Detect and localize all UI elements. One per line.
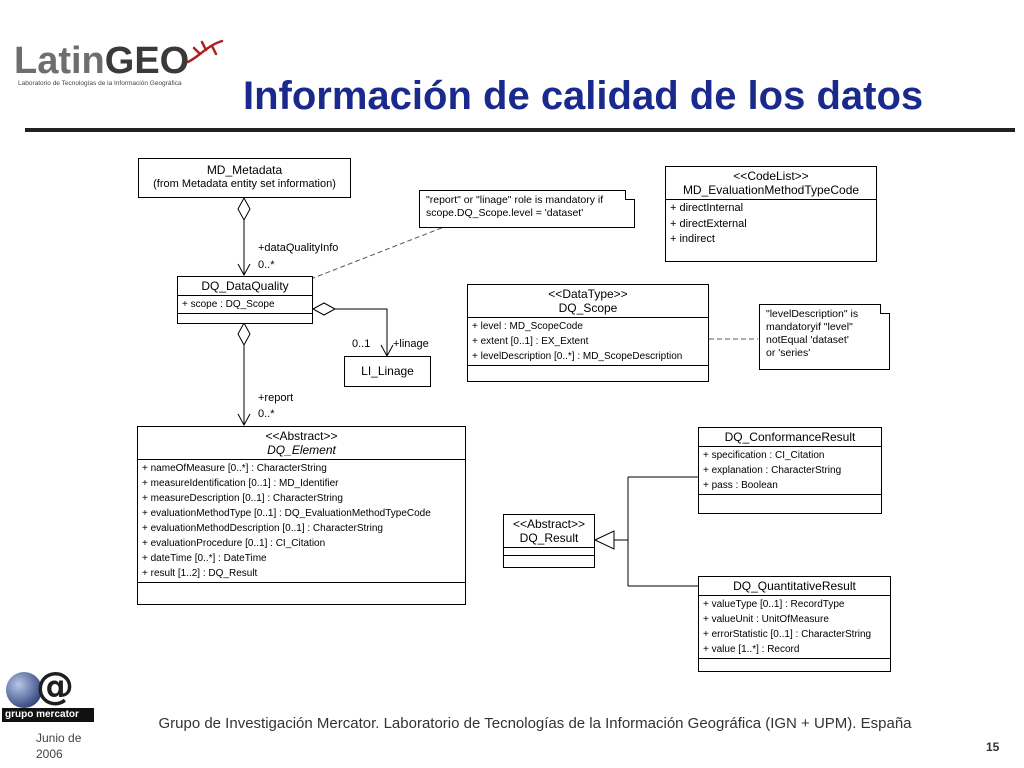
class-md-metadata-subtitle: (from Metadata entity set information) bbox=[153, 178, 336, 190]
note2-line: or 'series' bbox=[766, 347, 811, 359]
class-md-metadata-name: MD_Metadata bbox=[206, 163, 283, 177]
note-fold bbox=[880, 304, 890, 314]
note2-line: "levelDescription" is bbox=[766, 308, 859, 320]
dq-element-attr: + evaluationMethodDescription [0..1] : C… bbox=[142, 523, 383, 534]
class-dq-result: <<Abstract>> DQ_Result bbox=[503, 514, 595, 568]
generalization-triangle bbox=[593, 530, 615, 550]
arrow-element bbox=[237, 413, 251, 427]
logo-geo: GEO bbox=[104, 40, 190, 82]
role-linage: +linage bbox=[393, 338, 429, 350]
aggregation-diamond-metadata bbox=[237, 196, 251, 222]
note-fold bbox=[625, 190, 635, 200]
mercator-logo: @ grupo mercator bbox=[2, 664, 94, 724]
dq-result-name: DQ_Result bbox=[519, 531, 579, 545]
logo-latin: Latin bbox=[14, 40, 105, 82]
dq-quantitative-name: DQ_QuantitativeResult bbox=[699, 577, 890, 596]
note2-line: notEqual 'dataset' bbox=[766, 334, 849, 346]
note2-line: mandatoryif "level" bbox=[766, 321, 853, 333]
dq-element-attr: + evaluationMethodType [0..1] : DQ_Evalu… bbox=[142, 508, 431, 519]
codelist-name: MD_EvaluationMethodTypeCode bbox=[682, 183, 860, 197]
dq-scope-name: DQ_Scope bbox=[558, 301, 618, 315]
lizard-icon bbox=[186, 39, 224, 64]
dq-conformance-name: DQ_ConformanceResult bbox=[699, 428, 881, 447]
page-number: 15 bbox=[986, 740, 1000, 754]
codelist-attrs: + directInternal + directExternal + indi… bbox=[666, 200, 876, 249]
class-dq-conformance-result: DQ_ConformanceResult + specification : C… bbox=[698, 427, 882, 514]
class-dq-quantitative-result: DQ_QuantitativeResult + valueType [0..1]… bbox=[698, 576, 891, 672]
dq-element-attr: + result [1..2] : DQ_Result bbox=[142, 568, 258, 579]
note1-line2: scope.DQ_Scope.level = 'dataset' bbox=[426, 207, 584, 219]
dq-element-attrs: + nameOfMeasure [0..*] : CharacterString… bbox=[138, 460, 465, 583]
note-level-description: "levelDescription" is mandatoryif "level… bbox=[759, 304, 890, 370]
title-divider bbox=[25, 128, 1015, 132]
footer-text: Grupo de Investigación Mercator. Laborat… bbox=[158, 715, 912, 732]
dq-conformance-attr: + pass : Boolean bbox=[703, 480, 778, 491]
aggregation-diamond-dataquality bbox=[237, 321, 251, 347]
mult-report: 0..* bbox=[258, 408, 275, 420]
class-dq-element-header: <<Abstract>> DQ_Element bbox=[138, 427, 465, 460]
page-title: Información de calidad de los datos bbox=[243, 74, 924, 118]
dq-element-attr: + evaluationProcedure [0..1] : CI_Citati… bbox=[142, 538, 326, 549]
at-sign: @ bbox=[36, 664, 74, 708]
attr-scope: + scope : DQ_Scope bbox=[182, 299, 275, 310]
dq-element-attr: + measureDescription [0..1] : CharacterS… bbox=[142, 493, 343, 504]
note1-anchor bbox=[302, 226, 445, 283]
mercator-logo-text: grupo mercator bbox=[2, 708, 94, 722]
codelist-stereotype: <<CodeList>> bbox=[733, 169, 809, 183]
class-dq-dataquality-attrs: + scope : DQ_Scope bbox=[178, 296, 312, 314]
dq-element-name: DQ_Element bbox=[267, 443, 336, 457]
note-report-linage: "report" or "linage" role is mandatory i… bbox=[419, 190, 635, 228]
class-md-metadata: MD_Metadata (from Metadata entity set in… bbox=[138, 158, 351, 198]
role-report: +report bbox=[258, 392, 294, 404]
class-li-linage-name: LI_Linage bbox=[361, 364, 414, 378]
class-dq-result-header: <<Abstract>> DQ_Result bbox=[504, 515, 594, 548]
dq-element-attr: + measureIdentification [0..1] : MD_Iden… bbox=[142, 478, 339, 489]
dq-quantitative-attrs: + valueType [0..1] : RecordType + valueU… bbox=[699, 596, 890, 659]
arrow-dataquality bbox=[237, 263, 251, 277]
dq-scope-attr: + level : MD_ScopeCode bbox=[472, 321, 583, 332]
class-li-linage: LI_Linage bbox=[344, 356, 431, 387]
dq-conformance-attr: + specification : CI_Citation bbox=[703, 450, 825, 461]
class-dq-dataquality: DQ_DataQuality + scope : DQ_Scope bbox=[177, 276, 313, 324]
dq-scope-attrs: + level : MD_ScopeCode + extent [0..1] :… bbox=[468, 318, 708, 366]
dq-scope-attr: + extent [0..1] : EX_Extent bbox=[472, 336, 589, 347]
codelist-attr: + directExternal bbox=[670, 217, 747, 230]
class-md-metadata-header: MD_Metadata (from Metadata entity set in… bbox=[139, 159, 350, 193]
mult-linage: 0..1 bbox=[352, 338, 371, 350]
codelist-attr: + indirect bbox=[670, 233, 715, 245]
dq-result-stereotype: <<Abstract>> bbox=[512, 517, 586, 531]
dq-result-attrs bbox=[504, 548, 594, 556]
dq-element-attr: + nameOfMeasure [0..*] : CharacterString bbox=[142, 463, 327, 474]
aggregation-diamond-linage bbox=[311, 302, 337, 316]
logo-wordmark: LatinGEO bbox=[14, 40, 189, 82]
codelist-attr: + directInternal bbox=[670, 202, 744, 214]
class-evaluation-method-type-code: <<CodeList>> MD_EvaluationMethodTypeCode… bbox=[665, 166, 877, 262]
dq-element-attr: + dateTime [0..*] : DateTime bbox=[142, 553, 267, 564]
note1-line1: "report" or "linage" role is mandatory i… bbox=[426, 194, 604, 206]
class-dq-dataquality-name: DQ_DataQuality bbox=[178, 277, 312, 296]
class-dq-element: <<Abstract>> DQ_Element + nameOfMeasure … bbox=[137, 426, 466, 605]
dq-scope-stereotype: <<DataType>> bbox=[548, 287, 628, 301]
dq-conformance-attr: + explanation : CharacterString bbox=[703, 465, 842, 476]
dq-quantitative-attr: + valueType [0..1] : RecordType bbox=[703, 599, 845, 610]
logo-subtitle: Laboratorio de Tecnologías de la Informa… bbox=[18, 80, 182, 87]
dq-element-stereotype: <<Abstract>> bbox=[265, 429, 338, 443]
latingeo-logo: LatinGEO Laboratorio de Tecnologías de l… bbox=[14, 39, 224, 92]
assoc-dataquality-linage bbox=[335, 308, 388, 356]
class-dq-scope-header: <<DataType>> DQ_Scope bbox=[468, 285, 708, 318]
footer-date: Junio de 2006 bbox=[36, 731, 82, 761]
dq-quantitative-attr: + valueUnit : UnitOfMeasure bbox=[703, 614, 829, 625]
dq-quantitative-attr: + errorStatistic [0..1] : CharacterStrin… bbox=[703, 629, 872, 640]
role-dataqualityinfo: +dataQualityInfo bbox=[258, 242, 339, 254]
class-dq-scope: <<DataType>> DQ_Scope + level : MD_Scope… bbox=[467, 284, 709, 382]
mult-dataqualityinfo: 0..* bbox=[258, 259, 275, 271]
class-codelist-header: <<CodeList>> MD_EvaluationMethodTypeCode bbox=[666, 167, 876, 200]
dq-scope-attr: + levelDescription [0..*] : MD_ScopeDesc… bbox=[472, 351, 683, 362]
globe-icon bbox=[6, 672, 42, 708]
dq-quantitative-attr: + value [1..*] : Record bbox=[703, 644, 800, 655]
dq-conformance-attrs: + specification : CI_Citation + explanat… bbox=[699, 447, 881, 495]
